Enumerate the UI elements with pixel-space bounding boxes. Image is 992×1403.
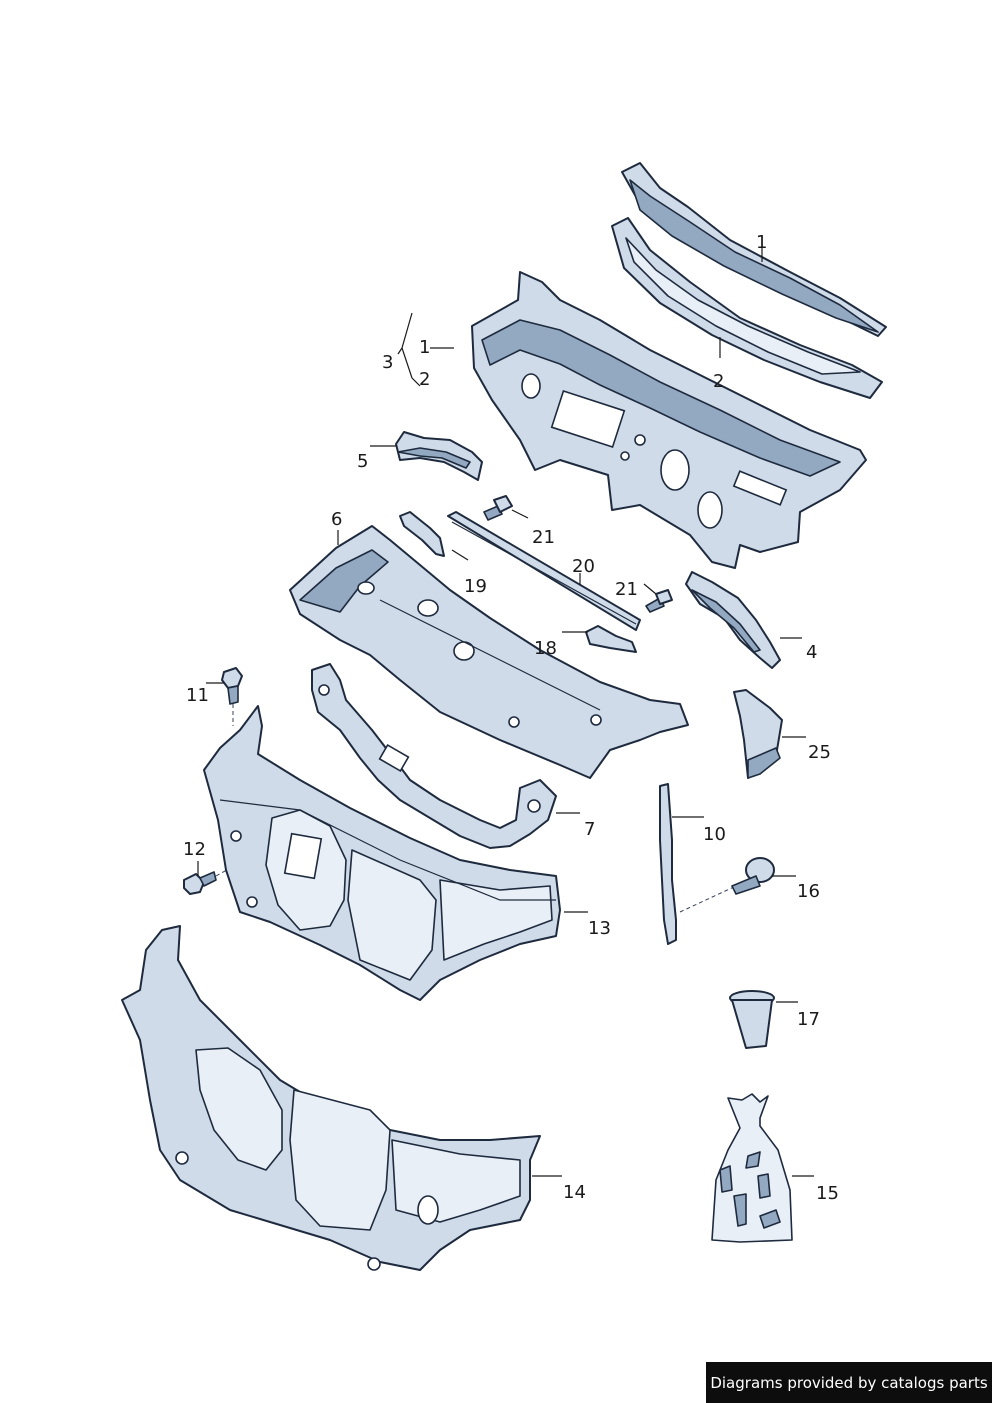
callout-21-b: 21: [615, 579, 638, 600]
callout-15: 15: [816, 1183, 839, 1204]
part-15-fastener-bag: [711, 1093, 793, 1243]
credit-text: Diagrams provided by catalogs parts: [710, 1373, 988, 1392]
part-6-plenum: [289, 525, 689, 779]
callout-3-sub-2: 2: [419, 369, 430, 390]
part-3-bulkhead: [471, 271, 867, 569]
callout-19: 19: [464, 576, 487, 597]
part-12-bolt: [183, 855, 253, 895]
callout-17: 17: [797, 1009, 820, 1030]
callout-20: 20: [572, 556, 595, 577]
callout-13: 13: [588, 918, 611, 939]
part-19-bracket: [399, 511, 445, 557]
callout-12: 12: [183, 839, 206, 860]
part-17-grommet: [729, 990, 775, 1049]
part-2-cowl-panel: [611, 217, 883, 399]
callout-21-a: 21: [532, 527, 555, 548]
part-1-cowl-strip: [621, 162, 887, 337]
callout-6: 6: [331, 509, 342, 530]
part-14-lock-carrier: [121, 925, 541, 1271]
callout-labels: 1 2 3 1 2 4 5 6 7 10 11 12 13 14 15 16 1…: [183, 232, 839, 1204]
part-7-support-arm: [311, 663, 557, 849]
part-4-bracket: [685, 571, 781, 669]
part-21-bolt-lower: [645, 589, 673, 613]
callout-4: 4: [806, 642, 817, 663]
callout-3: 3: [382, 352, 393, 373]
part-11-bolt: [221, 667, 243, 726]
callout-11: 11: [186, 685, 209, 706]
callout-2-upper: 2: [713, 371, 724, 392]
callout-25: 25: [808, 742, 831, 763]
part-5-bracket: [395, 431, 483, 481]
callout-18: 18: [534, 638, 557, 659]
part-21-bolt-upper: [483, 495, 513, 521]
leader-lines: [197, 247, 814, 1177]
callout-16: 16: [797, 881, 820, 902]
callout-5: 5: [357, 451, 368, 472]
part-20-strut-bar: [447, 511, 641, 631]
callout-14: 14: [563, 1182, 586, 1203]
credit-banner: Diagrams provided by catalogs parts: [706, 1362, 992, 1403]
callout-7: 7: [584, 819, 595, 840]
callout-1-upper: 1: [756, 232, 767, 253]
part-25-bracket: [733, 689, 783, 779]
part-10-rod: [659, 783, 737, 945]
callout-10: 10: [703, 824, 726, 845]
part-13-front-carrier: [203, 705, 561, 1001]
callout-3-sub-1: 1: [419, 337, 430, 358]
part-18-bracket: [585, 625, 637, 653]
part-16-clip: [731, 857, 775, 895]
